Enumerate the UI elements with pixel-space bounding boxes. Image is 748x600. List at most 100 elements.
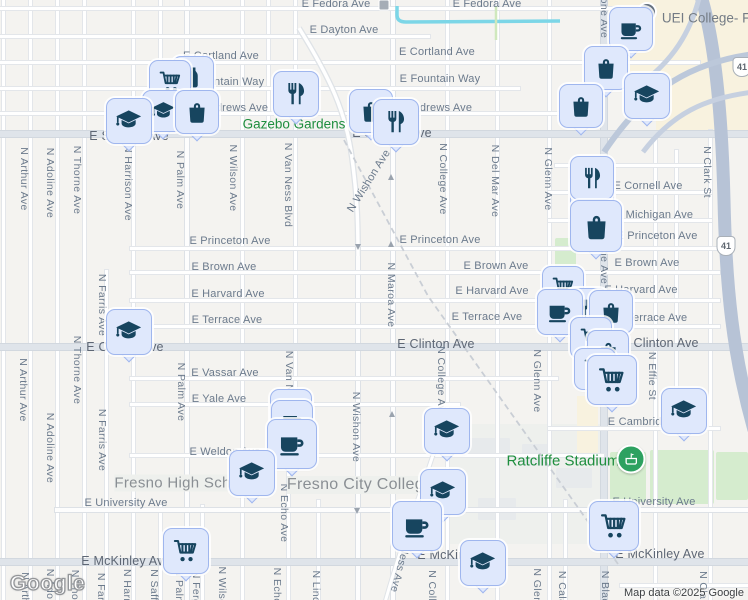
road	[0, 34, 430, 38]
street-label: N College Ave	[426, 570, 438, 600]
street-label: N Clark St	[697, 571, 709, 600]
street-label: N Arthur Ave	[18, 147, 30, 211]
street-label: N Farris Ave	[96, 408, 108, 472]
street-label: E Clinton Ave	[621, 336, 699, 350]
poi-marker-restaurant[interactable]	[570, 156, 614, 208]
street-label: E Fedora Ave	[301, 0, 371, 10]
street-label: N Blackstone Ave	[598, 0, 610, 38]
road	[0, 6, 620, 10]
poi-marker-graduation-cap[interactable]	[624, 73, 670, 127]
canal-gate-icon	[378, 0, 390, 11]
building	[556, 468, 592, 488]
google-logo[interactable]: Google	[9, 571, 86, 595]
road	[548, 218, 712, 222]
poi-marker-shopping-cart[interactable]	[163, 528, 209, 582]
street-label: E Yale Ave	[191, 393, 247, 405]
street-label: E Brown Ave	[614, 257, 680, 269]
street-label: E Fedora Ave	[452, 0, 522, 10]
street-label: E McKinley Ave	[81, 554, 171, 568]
street-label: N Thorne Ave	[69, 570, 81, 600]
poi-marker-graduation-cap[interactable]	[424, 408, 470, 462]
street-label: E University Ave	[84, 497, 168, 509]
street-label: N Wishon Ave	[350, 391, 362, 463]
street-label: E Brown Ave	[191, 261, 257, 273]
graduation-cap-icon	[106, 98, 152, 144]
place-label: UEI College- Fresno	[661, 10, 748, 26]
street-label: N Calaveras St	[556, 571, 568, 600]
poi-marker-restaurant[interactable]	[273, 71, 319, 125]
poi-marker-shopping-cart[interactable]	[589, 501, 639, 559]
shopping-cart-icon	[163, 528, 209, 574]
graduation-cap-icon	[624, 73, 670, 119]
street-label: E Harvard Ave	[455, 285, 529, 297]
street-label: N Palm Ave	[174, 150, 186, 210]
street-label: N Glenn Ave	[542, 147, 554, 211]
poi-marker-shopping-bag[interactable]	[559, 84, 603, 136]
stadium-poi-icon[interactable]	[616, 444, 646, 474]
highway-41-shield: 41	[716, 236, 736, 256]
road	[620, 583, 748, 587]
street-label: N Glenn Ave	[531, 568, 543, 600]
road	[555, 163, 710, 167]
street-label: E Terrace Ave	[616, 312, 688, 324]
poi-marker-shopping-bag[interactable]	[570, 200, 622, 260]
one-way-down-arrow	[355, 244, 361, 250]
poi-marker-coffee-cup[interactable]	[267, 419, 317, 477]
road	[653, 134, 657, 600]
road	[674, 150, 678, 430]
coffee-cup-icon	[609, 7, 653, 51]
shopping-bag-icon	[559, 84, 603, 128]
street-label: N Thorne Ave	[71, 335, 83, 405]
map-attribution: Map data ©2025 Google	[623, 587, 744, 599]
street-label: E Cornell Ave	[613, 180, 683, 192]
poi-marker-coffee-cup[interactable]	[392, 501, 442, 559]
road	[28, 0, 32, 600]
poi-marker-graduation-cap[interactable]	[661, 388, 707, 442]
street-label: N Effie St	[646, 351, 658, 401]
road	[0, 86, 520, 90]
shopping-cart-icon	[587, 355, 637, 405]
street-label: E Dayton Ave	[309, 24, 379, 36]
road	[266, 0, 270, 134]
street-label: E Brown Ave	[463, 260, 529, 272]
poi-marker-graduation-cap[interactable]	[106, 309, 152, 363]
road	[316, 500, 320, 600]
street-label: N Arthur Ave	[19, 572, 31, 600]
restaurant-icon	[373, 99, 419, 145]
street-label: E Harvard Ave	[191, 288, 265, 300]
poi-marker-restaurant[interactable]	[373, 99, 419, 153]
street-label: N Safford Ave	[148, 569, 160, 600]
road	[293, 0, 297, 470]
street-label: N Harrison Ave	[122, 144, 134, 222]
highway-41-shield: 41	[732, 57, 748, 77]
restaurant-icon	[273, 71, 319, 117]
street-label: N College Ave	[437, 143, 449, 215]
place-label: Fresno City College	[286, 476, 434, 494]
street-label: N Wilson Ave	[216, 566, 228, 600]
restaurant-icon	[570, 156, 614, 200]
street-label: N Adoline Ave	[44, 147, 56, 219]
graduation-cap-icon	[229, 450, 275, 496]
place-label: Ratcliffe Stadium	[506, 452, 620, 470]
poi-marker-shopping-bag[interactable]	[175, 90, 219, 142]
street-label: N Van Ness Blvd	[282, 142, 294, 228]
street-label: N Linden Ave	[310, 570, 322, 600]
street-label: N Harrison Ave	[121, 569, 133, 600]
street-label: N Ferger Ave	[190, 571, 202, 600]
poi-marker-shopping-cart[interactable]	[587, 355, 637, 413]
graduation-cap-icon	[460, 540, 506, 586]
street-label: E Michigan Ave	[614, 209, 694, 221]
poi-marker-coffee-cup[interactable]	[609, 7, 653, 59]
one-way-up-arrow	[389, 411, 395, 417]
one-way-up-arrow	[388, 174, 394, 180]
road	[55, 0, 59, 600]
coffee-cup-icon	[392, 501, 442, 551]
poi-marker-graduation-cap[interactable]	[106, 98, 152, 152]
road	[1, 0, 5, 600]
street-label: E Cortland Ave	[399, 46, 475, 58]
poi-marker-graduation-cap[interactable]	[460, 540, 506, 594]
street-label: E McKinley Ave	[615, 547, 705, 561]
poi-marker-graduation-cap[interactable]	[229, 450, 275, 504]
street-label: N Farris Ave	[95, 573, 107, 600]
